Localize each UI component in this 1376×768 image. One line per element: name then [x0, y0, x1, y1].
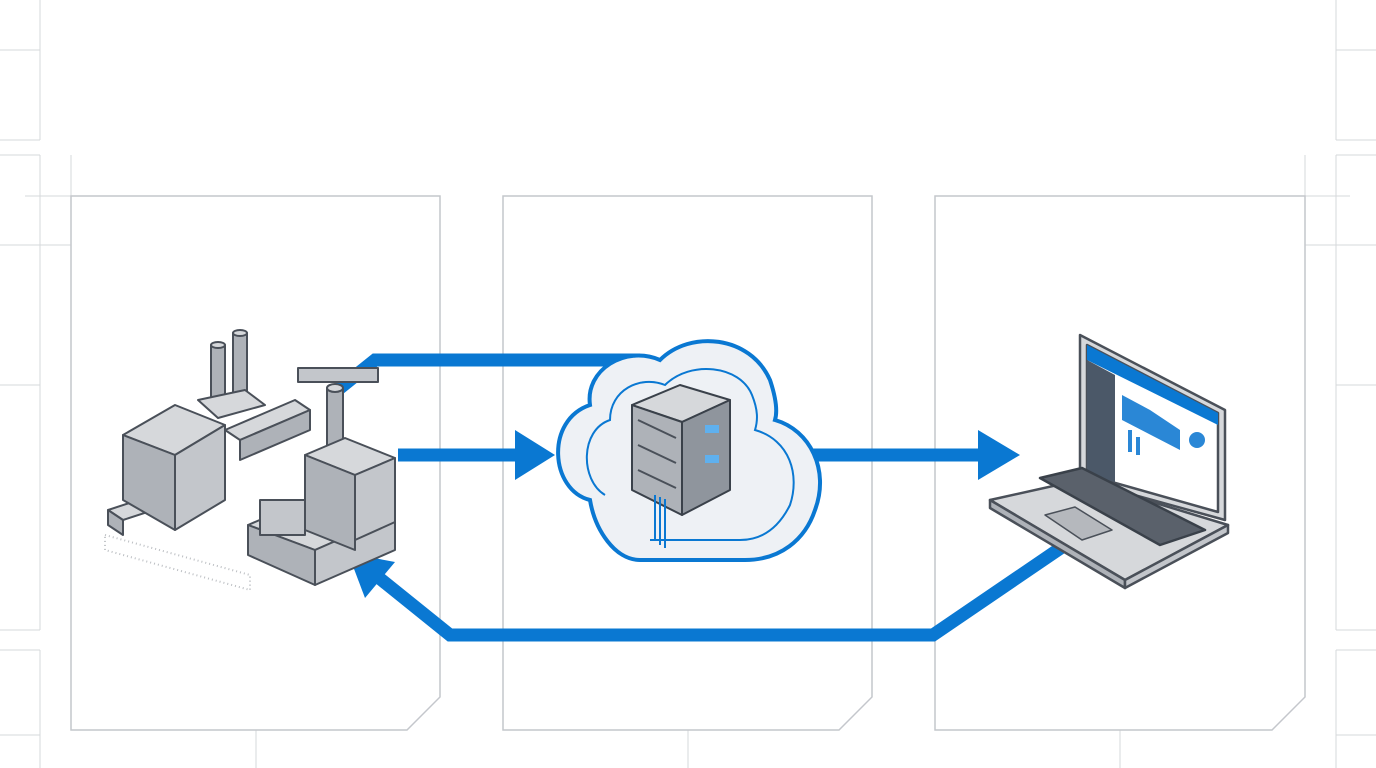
keyboard: [1038, 466, 1207, 547]
arrow-right-icon: [978, 430, 1020, 480]
cloud-server-icon: [556, 339, 822, 562]
trackpad: [1044, 506, 1113, 541]
arrow-laptop-factory: [373, 537, 1072, 642]
panel-source: [70, 195, 441, 731]
laptop-dashboard-icon: [988, 333, 1230, 590]
factory-icon: [104, 329, 396, 591]
arrow-right-icon: [515, 430, 555, 480]
